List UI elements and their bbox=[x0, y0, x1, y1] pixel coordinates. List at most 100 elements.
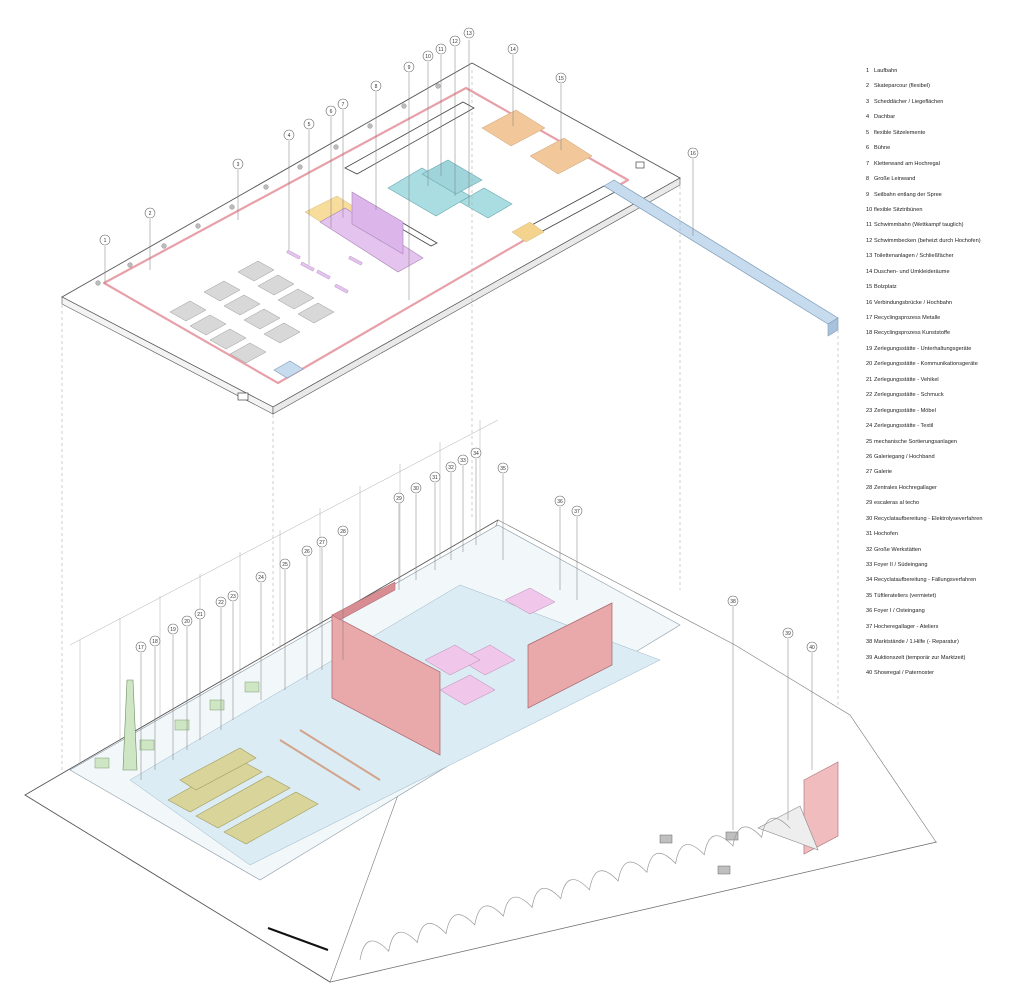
callout-29-number: 29 bbox=[396, 496, 402, 502]
sorting-lines bbox=[279, 729, 381, 791]
callout-11-number: 11 bbox=[438, 47, 443, 53]
callout-33-number: 33 bbox=[460, 458, 466, 464]
market-stalls bbox=[659, 831, 739, 875]
legend-item-number: 29 bbox=[866, 500, 873, 507]
seat-bench bbox=[334, 283, 349, 294]
legend-item-number: 21 bbox=[866, 376, 873, 383]
legend-item-label: Verbindungsbrücke / Hochbahn bbox=[874, 299, 953, 306]
callout-37: 37 bbox=[571, 505, 583, 517]
shed-roof bbox=[209, 328, 247, 350]
seat-bench bbox=[316, 269, 331, 280]
legend-item-label: Hocheregallager - Ateliers bbox=[874, 623, 939, 630]
projection-lines bbox=[61, 70, 839, 940]
callout-20-number: 20 bbox=[184, 619, 190, 625]
process-machine bbox=[244, 681, 260, 693]
small-pool bbox=[459, 187, 513, 219]
callout-25-number: 25 bbox=[282, 562, 288, 568]
disassembly-unit bbox=[223, 791, 319, 845]
callout-20: 20 bbox=[181, 615, 193, 627]
callout-8: 8 bbox=[370, 80, 382, 92]
skylight-opening-1 bbox=[344, 101, 475, 175]
callout-22: 22 bbox=[215, 596, 227, 608]
seat-bench bbox=[286, 249, 301, 260]
bollard bbox=[297, 164, 303, 170]
callout-16: 16 bbox=[687, 147, 699, 159]
legend-item-number: 33 bbox=[866, 562, 873, 568]
callout-2-number: 2 bbox=[149, 211, 152, 217]
callout-12: 12 bbox=[449, 35, 461, 47]
callout-14: 14 bbox=[507, 43, 519, 55]
shed-roof bbox=[229, 342, 267, 364]
market-stall bbox=[659, 834, 673, 844]
high-rack-side bbox=[331, 581, 396, 621]
callout-28: 28 bbox=[337, 525, 349, 537]
callout-2: 2 bbox=[144, 207, 156, 219]
callout-11: 11 bbox=[435, 43, 447, 55]
process-machine bbox=[94, 757, 110, 769]
callout-15-number: 15 bbox=[558, 76, 564, 82]
legend-item-label: Recyclingsprozess Kunststoffe bbox=[874, 330, 951, 337]
callout-23-number: 23 bbox=[230, 594, 236, 600]
legend-item-label: Laufbahn bbox=[874, 68, 898, 74]
callout-34: 34 bbox=[470, 447, 482, 459]
callout-26: 26 bbox=[301, 545, 313, 557]
legend-item-number: 38 bbox=[866, 639, 873, 646]
big-screen bbox=[351, 191, 404, 255]
callout-3: 3 bbox=[232, 158, 244, 170]
sorting-line bbox=[279, 739, 361, 791]
legend-item-number: 31 bbox=[866, 531, 873, 538]
legend-item-label: Zerlegungsstätte - Textil bbox=[874, 423, 934, 430]
workshop-box bbox=[439, 674, 496, 706]
process-machine bbox=[209, 699, 225, 711]
shed-roof bbox=[243, 308, 281, 330]
callout-6-number: 6 bbox=[330, 109, 333, 115]
bollard bbox=[161, 243, 167, 249]
callout-5: 5 bbox=[303, 118, 315, 130]
legend-item-label: Bühne bbox=[874, 145, 891, 152]
legend-item-number: 18 bbox=[866, 330, 873, 337]
callout-29: 29 bbox=[393, 492, 405, 504]
callout-24: 24 bbox=[255, 571, 267, 583]
legend-item-label: Kletterwand am Hochregal bbox=[874, 160, 940, 167]
callout-markers: 1 2 3 4 5 6 7 8 9 10 11 12 13 14 15 16 1… bbox=[99, 27, 818, 653]
legend-item-label: Auktionszelt (temporär zur Marktzeit) bbox=[874, 654, 966, 661]
legend-item-number: 22 bbox=[866, 392, 873, 399]
roof-bollards bbox=[95, 83, 441, 286]
legend-item-number: 28 bbox=[866, 484, 873, 491]
football-pitch-2 bbox=[529, 137, 593, 175]
scale-bar bbox=[267, 927, 329, 951]
legend-item-number: 13 bbox=[866, 253, 873, 260]
disassembly-units bbox=[167, 747, 319, 845]
legend-item-label: Duschen- und Umkleideräume bbox=[874, 268, 950, 275]
callout-17: 17 bbox=[135, 641, 147, 653]
legend-item-label: Marktstände / 1.Hilfe (- Reparatur) bbox=[874, 639, 959, 646]
callout-30-number: 30 bbox=[413, 486, 419, 492]
callout-27-number: 27 bbox=[319, 540, 325, 546]
legend-item-number: 10 bbox=[866, 206, 873, 213]
legend-item-label: Zerlegungsstätte - Vehikel bbox=[874, 376, 939, 383]
workshop-box bbox=[424, 644, 481, 676]
legend-item-number: 19 bbox=[866, 345, 873, 352]
bollard bbox=[229, 204, 235, 210]
callout-14-number: 14 bbox=[510, 47, 516, 53]
callout-28-number: 28 bbox=[340, 529, 346, 535]
bollard bbox=[401, 103, 407, 109]
seat-bench bbox=[348, 255, 363, 266]
legend-item-label: Galerie bbox=[874, 469, 893, 476]
